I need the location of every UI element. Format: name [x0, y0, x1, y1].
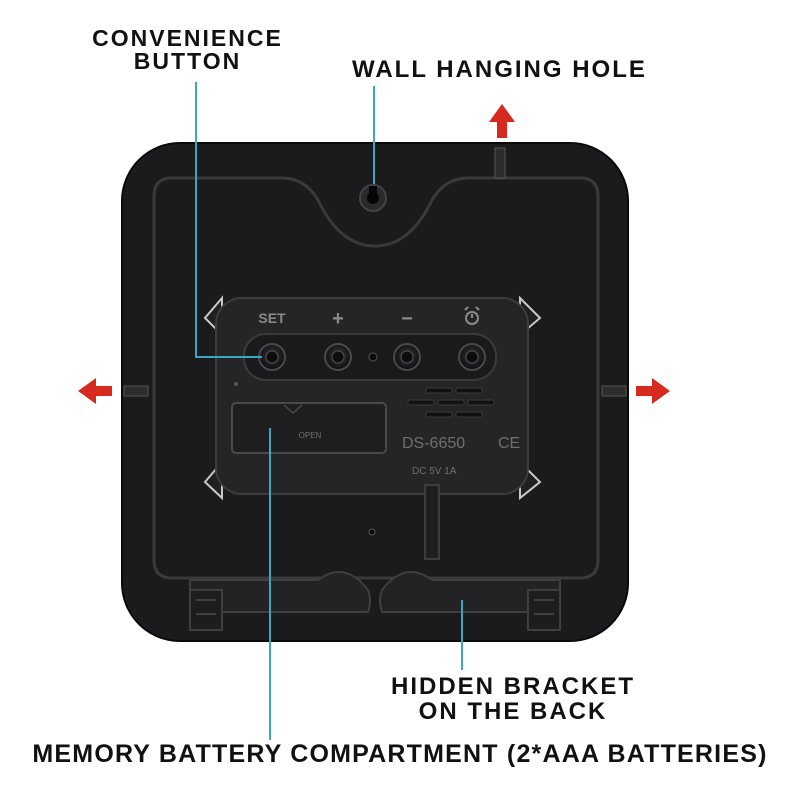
arrow-right-icon [636, 378, 670, 404]
battery-cover-open-label: OPEN [299, 431, 322, 440]
lower-hole [368, 528, 376, 536]
battery-compartment-label: MEMORY BATTERY COMPARTMENT (2*AAA BATTER… [32, 740, 768, 768]
bracket-top-notch [494, 147, 506, 179]
speaker-grille [407, 387, 495, 418]
minus-button[interactable] [393, 343, 421, 371]
wall-hanging-hole [359, 184, 387, 212]
bracket-left-notch [123, 385, 149, 397]
bracket-right-notch [601, 385, 627, 397]
convenience-button-label-line2: BUTTON [133, 48, 242, 74]
reset-pinhole[interactable] [368, 352, 378, 362]
minus-button-label: − [401, 308, 413, 330]
ce-mark: CE [498, 435, 520, 452]
case-groove [152, 176, 600, 580]
indicator-dot [234, 382, 238, 386]
convenience-button-leader [195, 82, 262, 358]
set-button-label: SET [258, 310, 286, 326]
alarm-button[interactable] [458, 343, 486, 371]
power-rating: DC 5V 1A [412, 466, 457, 477]
leader-lines [195, 82, 463, 740]
plus-button[interactable] [324, 343, 352, 371]
convenience-button-label-line1: CONVENIENCE [92, 25, 283, 51]
plus-button-label: + [332, 308, 344, 330]
hidden-bracket-label-line2: ON THE BACK [418, 698, 608, 726]
movement-panel [215, 297, 529, 495]
power-cable-channel [424, 484, 440, 560]
arrow-up-icon [489, 104, 515, 138]
hidden-bracket-label-line1: HIDDEN BRACKET [391, 673, 635, 700]
arrow-left-icon [78, 378, 112, 404]
model-number: DS-6650 [402, 435, 465, 452]
battery-compartment-cover[interactable]: OPEN [231, 402, 387, 454]
hidden-bracket [189, 571, 561, 631]
set-button[interactable] [258, 343, 286, 371]
convenience-button-label: CONVENIENCE BUTTON [80, 27, 295, 73]
alarm-clock-icon [464, 306, 480, 325]
wall-hanging-hole-label: WALL HANGING HOLE [352, 56, 647, 83]
hidden-bracket-label: HIDDEN BRACKET ON THE BACK [382, 674, 644, 725]
